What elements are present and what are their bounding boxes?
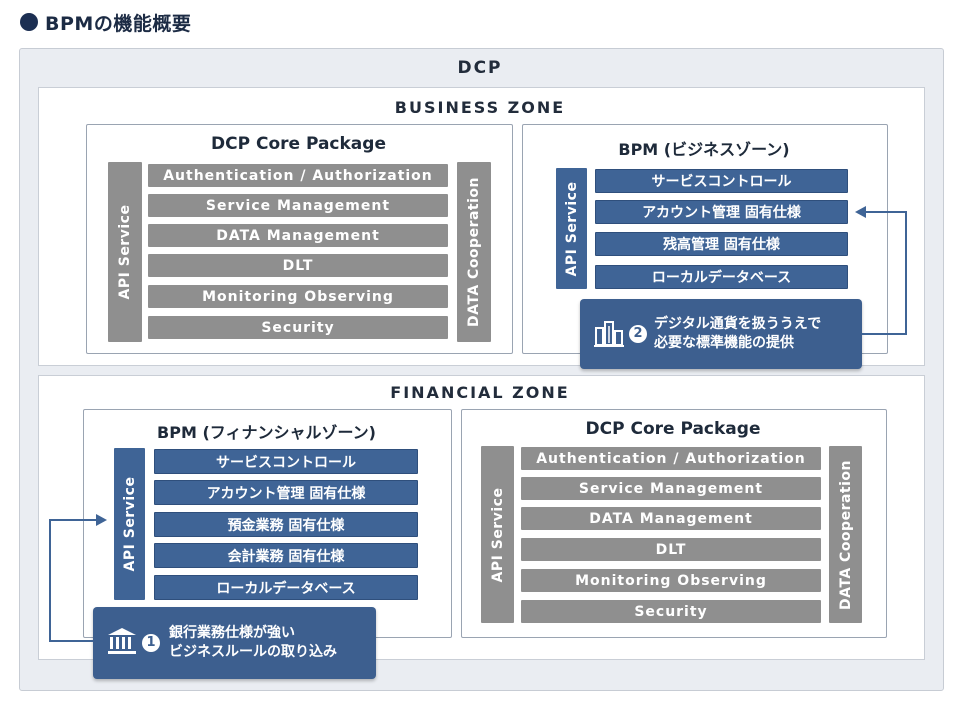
financial-core-data-cooperation: DATA Cooperation [829, 446, 862, 623]
business-zone-label: BUSINESS ZONE [394, 98, 566, 117]
financial-bpm-row: ローカルデータベース [154, 575, 418, 600]
callout-line: 必要な標準機能の提供 [654, 335, 794, 351]
business-core-row: Service Management [148, 194, 448, 217]
financial-bpm-row: アカウント管理 固有仕様 [154, 480, 418, 505]
financial-core-row: Service Management [521, 477, 821, 500]
callout-line: デジタル通貨を扱ううえで [654, 316, 822, 332]
dcp-label: DCP [457, 58, 503, 78]
data-cooperation-label: DATA Cooperation [837, 459, 854, 610]
business-callout: 2 デジタル通貨を扱ううえで 必要な標準機能の提供 [580, 299, 862, 369]
api-service-label: API Service [489, 487, 506, 582]
financial-core-row: DATA Management [521, 507, 821, 530]
financial-callout: 1 銀行業務仕様が強い ビジネスルールの取り込み [93, 607, 376, 679]
financial-core-row: Authentication / Authorization [521, 447, 821, 470]
business-core-api-service: API Service [108, 162, 142, 342]
business-core-row: DLT [148, 254, 448, 277]
bank-icon [108, 628, 136, 654]
business-core-row: DATA Management [148, 224, 448, 247]
page-title-row: BPMの機能概要 [20, 7, 191, 37]
callout-number-badge: 2 [629, 325, 647, 343]
financial-core-row: Monitoring Observing [521, 569, 821, 592]
financial-core-title: DCP Core Package [585, 419, 761, 439]
bullet-dot-icon [20, 13, 38, 31]
financial-bpm-row: サービスコントロール [154, 449, 418, 474]
callout-number-badge: 1 [142, 634, 160, 652]
business-bpm-row: ローカルデータベース [595, 265, 848, 289]
financial-bpm-api-service: API Service [114, 448, 145, 600]
financial-core-api-service: API Service [481, 446, 514, 623]
business-bpm-title: BPM (ビジネスゾーン) [618, 140, 790, 159]
financial-core-row: Security [521, 600, 821, 623]
business-bpm-row: アカウント管理 固有仕様 [595, 200, 848, 224]
financial-zone-label: FINANCIAL ZONE [390, 383, 570, 402]
financial-bpm-row: 預金業務 固有仕様 [154, 512, 418, 537]
building-icon [594, 321, 624, 347]
business-core-row: Security [148, 316, 448, 339]
business-core-data-cooperation: DATA Cooperation [457, 162, 491, 342]
business-core-title: DCP Core Package [211, 134, 386, 154]
callout-line: 銀行業務仕様が強い [169, 625, 295, 641]
business-bpm-row: 残高管理 固有仕様 [595, 232, 848, 256]
business-core-row: Authentication / Authorization [148, 164, 448, 187]
callout-line: ビジネスルールの取り込み [169, 644, 337, 660]
business-bpm-row: サービスコントロール [595, 169, 848, 193]
business-bpm-api-service: API Service [556, 168, 587, 289]
financial-core-row: DLT [521, 538, 821, 561]
financial-bpm-title: BPM (フィナンシャルゾーン) [157, 423, 376, 442]
page-title: BPMの機能概要 [45, 12, 192, 35]
business-core-row: Monitoring Observing [148, 285, 448, 308]
financial-bpm-row: 会計業務 固有仕様 [154, 543, 418, 568]
